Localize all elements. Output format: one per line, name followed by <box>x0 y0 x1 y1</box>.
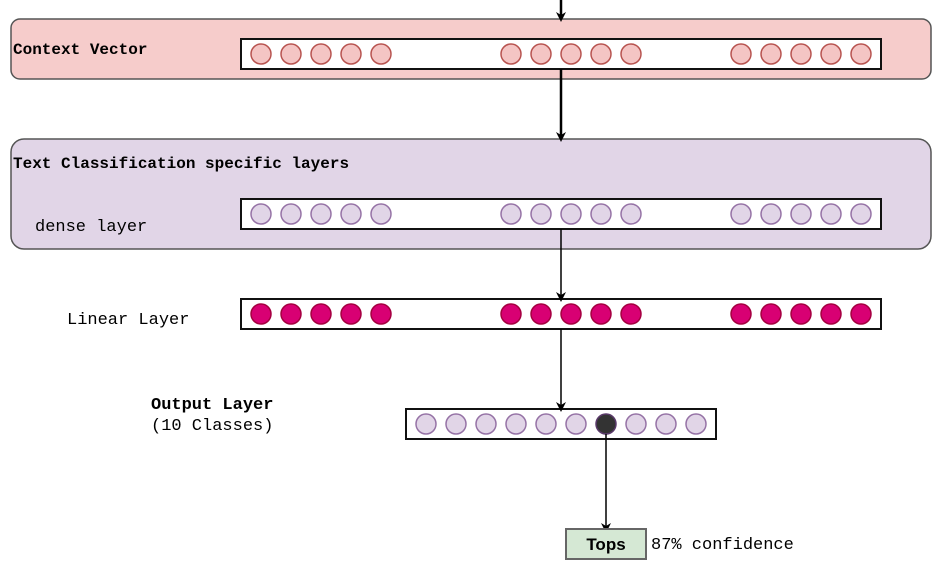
dense-node <box>530 203 552 225</box>
linear-node <box>620 303 642 325</box>
output-layer-sublabel: (10 Classes) <box>151 417 273 436</box>
linear-node <box>590 303 612 325</box>
output-node <box>505 413 527 435</box>
context-node <box>310 43 332 65</box>
output-node <box>535 413 557 435</box>
context-node <box>250 43 272 65</box>
context-node <box>500 43 522 65</box>
connections <box>556 0 611 533</box>
context-vector-label: Context Vector <box>13 41 147 59</box>
output-node <box>655 413 677 435</box>
dense-node <box>620 203 642 225</box>
output-node <box>565 413 587 435</box>
context-node <box>820 43 842 65</box>
dense-node <box>820 203 842 225</box>
linear-layer-label: Linear Layer <box>67 311 189 330</box>
dense-node <box>730 203 752 225</box>
linear-layer-nodes <box>250 303 872 325</box>
context-node <box>850 43 872 65</box>
dense-node <box>760 203 782 225</box>
predicted-class-box <box>565 528 647 560</box>
classification-panel-label: Text Classification specific layers <box>13 155 349 173</box>
dense-node <box>500 203 522 225</box>
context-node <box>340 43 362 65</box>
linear-node <box>500 303 522 325</box>
prediction-result: Tops 87% confidence <box>565 528 794 560</box>
linear-node <box>730 303 752 325</box>
context-node <box>590 43 612 65</box>
output-node <box>685 413 707 435</box>
context-node <box>790 43 812 65</box>
dense-node <box>310 203 332 225</box>
dense-node <box>560 203 582 225</box>
linear-node <box>560 303 582 325</box>
dense-layer-label: dense layer <box>35 218 147 237</box>
dense-layer-nodes <box>250 203 872 225</box>
linear-node <box>850 303 872 325</box>
dense-node <box>280 203 302 225</box>
output-node <box>445 413 467 435</box>
dense-node <box>250 203 272 225</box>
context-vector-panel: Context Vector <box>10 18 932 80</box>
output-node-selected <box>595 413 617 435</box>
context-node <box>730 43 752 65</box>
output-node <box>625 413 647 435</box>
context-vector-nodes <box>250 43 872 65</box>
linear-node <box>370 303 392 325</box>
context-node <box>760 43 782 65</box>
linear-node <box>310 303 332 325</box>
context-node <box>560 43 582 65</box>
context-node <box>280 43 302 65</box>
linear-node <box>790 303 812 325</box>
linear-node <box>340 303 362 325</box>
dense-node <box>590 203 612 225</box>
dense-node <box>370 203 392 225</box>
output-node <box>475 413 497 435</box>
text-classification-panel: Text Classification specific layers dens… <box>10 138 932 250</box>
context-node <box>530 43 552 65</box>
linear-node <box>280 303 302 325</box>
context-node <box>370 43 392 65</box>
linear-node <box>530 303 552 325</box>
predicted-class-label: Tops <box>586 535 625 554</box>
dense-node <box>790 203 812 225</box>
output-layer-nodes <box>415 413 707 435</box>
output-layer: Output Layer (10 Classes) <box>151 396 717 440</box>
output-layer-label: Output Layer <box>151 396 273 415</box>
dense-node <box>850 203 872 225</box>
output-node <box>415 413 437 435</box>
linear-node <box>820 303 842 325</box>
linear-node <box>250 303 272 325</box>
dense-node <box>340 203 362 225</box>
linear-node <box>760 303 782 325</box>
context-node <box>620 43 642 65</box>
confidence-text: 87% confidence <box>651 536 794 555</box>
linear-layer: Linear Layer <box>67 298 882 330</box>
